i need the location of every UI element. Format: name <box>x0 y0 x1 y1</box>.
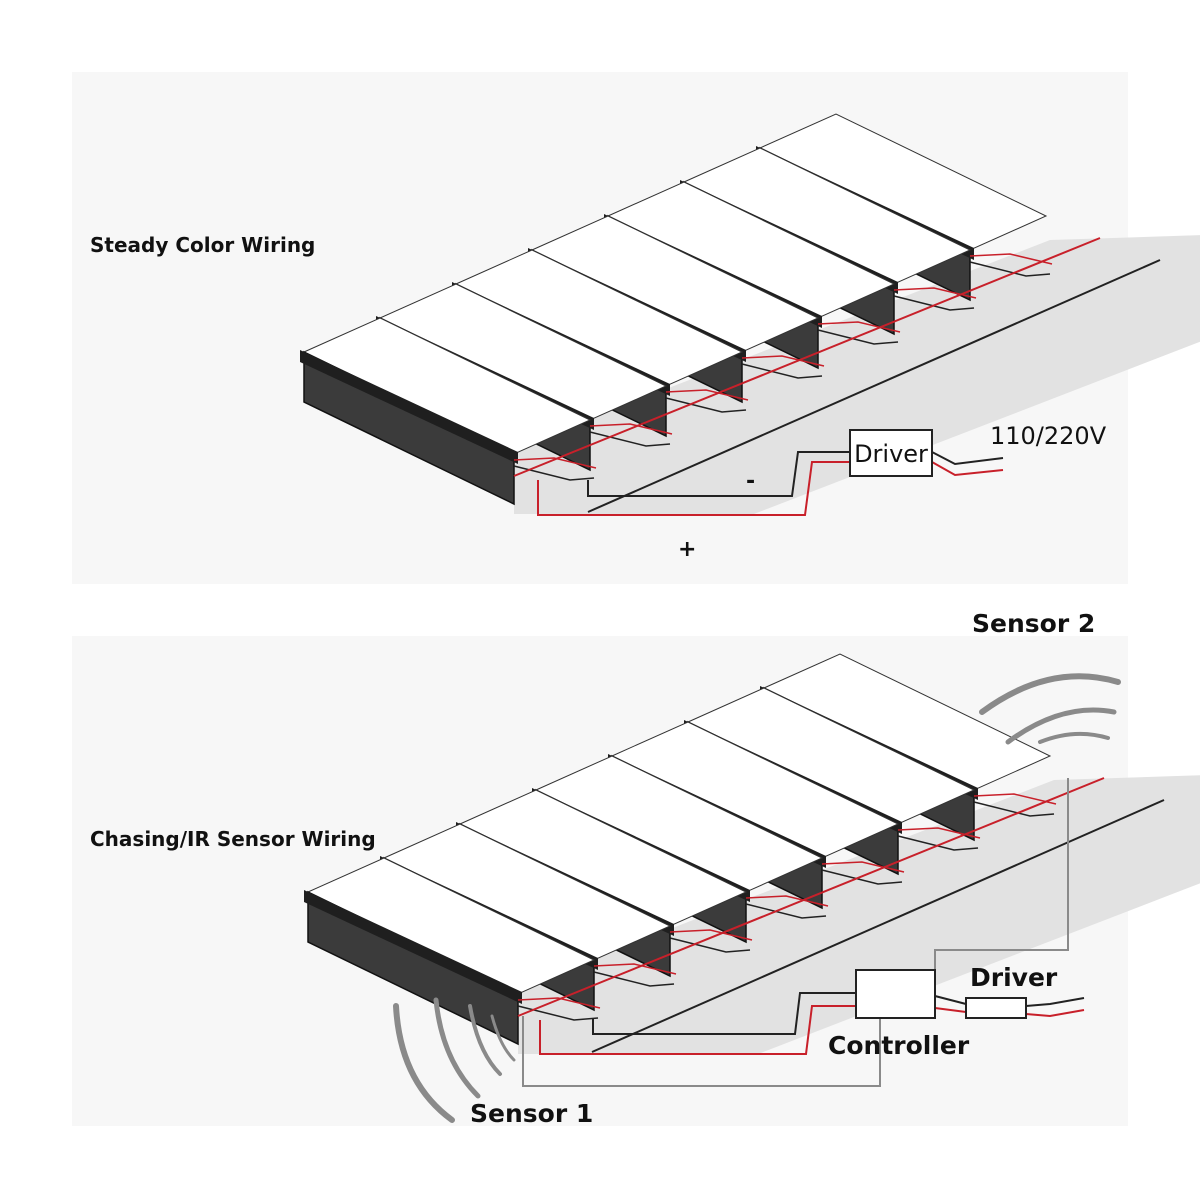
top-mains-red-wire <box>931 461 1004 477</box>
bottom-driver-box <box>965 997 1027 1019</box>
bottom-strip-lip <box>304 890 522 1004</box>
top-positive-branch <box>969 253 1053 265</box>
bottom-negative-branch <box>745 903 827 919</box>
bottom-positive-branch <box>745 895 829 907</box>
top-positive-branch <box>513 457 597 469</box>
top-driver-box <box>849 429 933 477</box>
top-positive-branch <box>665 389 749 401</box>
bottom-mains-black-wire <box>1025 997 1085 1007</box>
controller-label: Controller <box>828 1031 970 1060</box>
bottom-negative-branch <box>669 937 751 953</box>
bottom-panel-title: Chasing/IR Sensor Wiring <box>90 827 376 851</box>
top-positive-wire <box>537 461 850 516</box>
bottom-driver-label: Driver <box>970 963 1058 992</box>
bottom-stairs <box>304 653 1200 1054</box>
chasing-sensor-panel: Chasing/IR Sensor Wiring Sensor 2 Sensor… <box>72 609 1200 1128</box>
sensor-2-waves <box>979 673 1121 745</box>
top-negative-branch <box>665 397 747 413</box>
top-voltage-label: 110/220V <box>990 422 1107 450</box>
bottom-positive-branch <box>821 861 905 873</box>
top-panel-title: Steady Color Wiring <box>90 233 315 257</box>
sensor-2-wave-inner <box>1038 731 1110 744</box>
bottom-stringer <box>518 775 1200 1054</box>
steady-color-panel: Driver 110/220V - + Steady Color Wiring <box>72 72 1200 584</box>
top-positive-label: + <box>678 537 696 562</box>
bottom-positive-bus <box>517 777 1105 1017</box>
top-positive-branch <box>817 321 901 333</box>
top-positive-bus <box>513 237 1101 477</box>
top-negative-bus <box>587 259 1161 513</box>
sensor-1-wave-innermost <box>490 1014 516 1062</box>
controller-to-driver-black-wire <box>934 995 967 1005</box>
bottom-negative-branch <box>517 1005 599 1021</box>
sensor-2-wave-middle <box>1005 707 1117 745</box>
top-negative-branch <box>817 329 899 345</box>
controller-box <box>855 969 936 1019</box>
top-stringer <box>514 235 1200 514</box>
top-stairs <box>300 113 1200 514</box>
top-negative-branch <box>893 295 975 311</box>
sensor-1-wave-middle <box>433 997 481 1099</box>
bottom-positive-branch <box>517 997 601 1009</box>
sensor-2-label: Sensor 2 <box>972 609 1095 638</box>
bottom-mains-red-wire <box>1025 1009 1085 1018</box>
sensor-1-signal-wire <box>522 1016 881 1087</box>
sensor-1-label: Sensor 1 <box>470 1099 593 1128</box>
top-negative-branch <box>513 465 595 481</box>
top-driver-label: Driver <box>854 440 928 468</box>
bottom-positive-branch <box>593 963 677 975</box>
bottom-power-wires <box>522 778 1085 1087</box>
sensor-1-waves <box>393 997 516 1123</box>
top-negative-label: - <box>746 469 755 494</box>
top-negative-branch <box>969 261 1051 277</box>
sensor-2-signal-wire <box>934 778 1069 970</box>
bottom-positive-wire <box>539 1005 856 1055</box>
bottom-positive-branch <box>973 793 1057 805</box>
bottom-negative-branch <box>897 835 979 851</box>
bottom-negative-wire <box>592 992 856 1035</box>
top-negative-branch <box>741 363 823 379</box>
top-negative-wire <box>587 451 850 497</box>
top-strip-lip <box>300 350 518 464</box>
controller-to-driver-red-wire <box>934 1007 967 1013</box>
top-power-wires <box>537 451 1004 516</box>
sensor-1-wave-inner <box>468 1004 502 1076</box>
sensor-2-wave-outer <box>979 673 1121 715</box>
top-positive-branch <box>589 423 673 435</box>
top-mains-black-wire <box>931 451 1004 466</box>
bottom-positive-branch <box>669 929 753 941</box>
bottom-negative-branch <box>973 801 1055 817</box>
bottom-negative-branch <box>821 869 903 885</box>
top-positive-branch <box>741 355 825 367</box>
sensor-1-wave-outer <box>393 1003 455 1123</box>
